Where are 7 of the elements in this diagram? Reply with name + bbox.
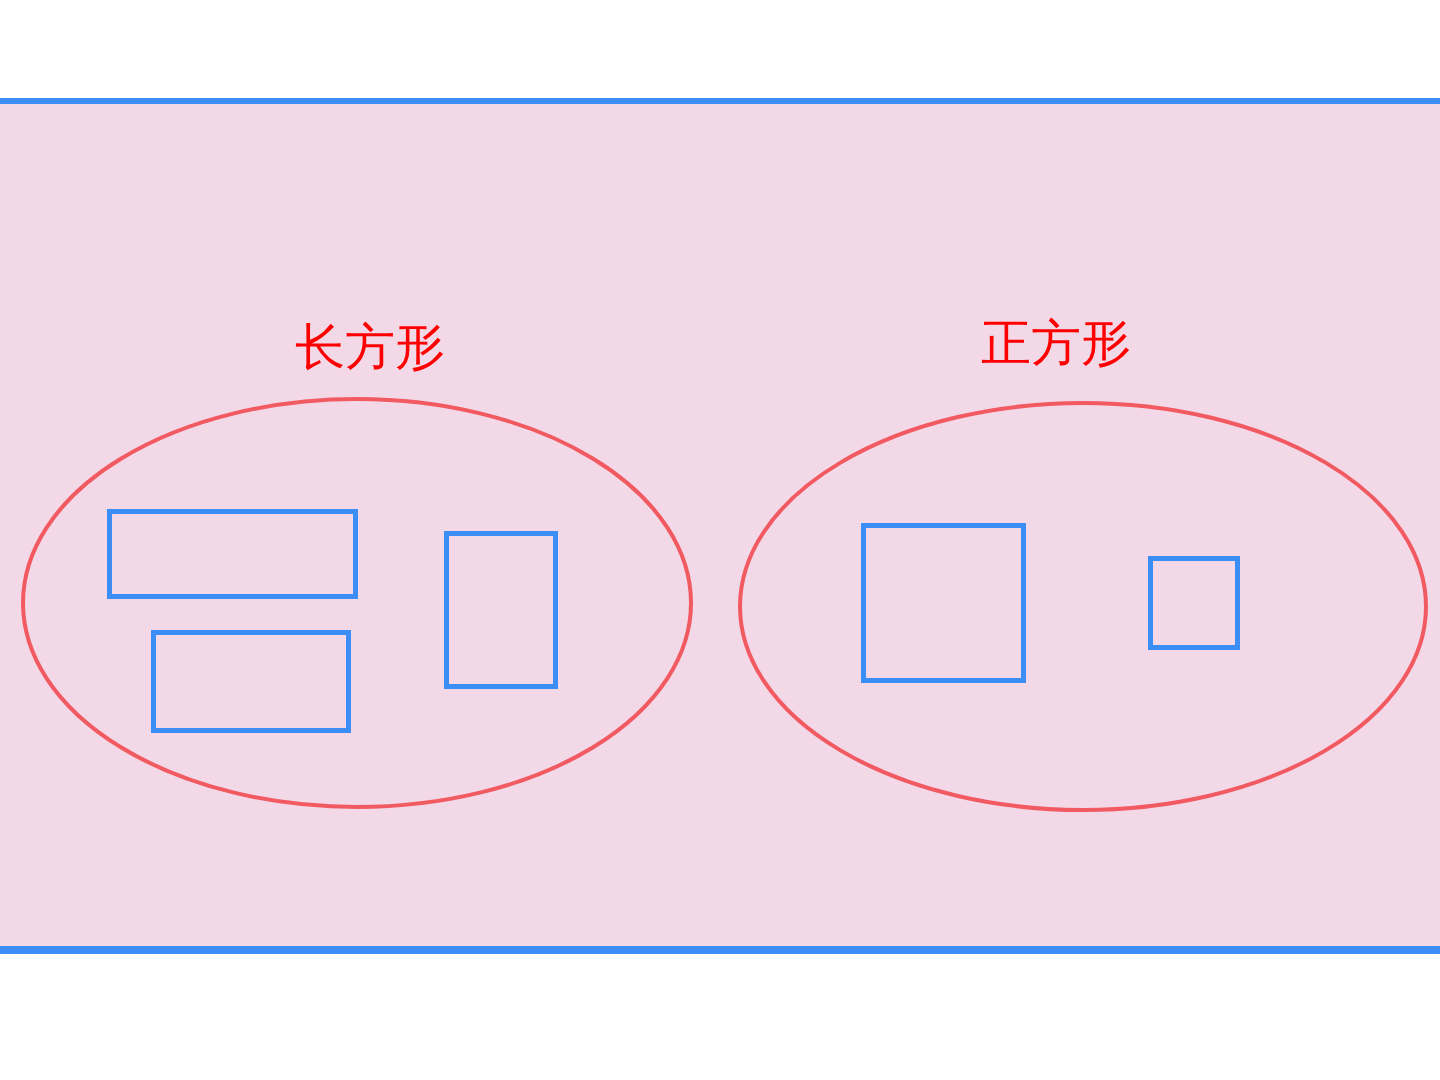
- heading: 正方形: [981, 318, 1131, 368]
- square: [1148, 556, 1240, 650]
- square: [861, 523, 1026, 683]
- rectangle: [107, 509, 358, 599]
- rectangle: [444, 531, 558, 689]
- heading: 长方形: [295, 322, 445, 372]
- rectangle: [151, 630, 351, 733]
